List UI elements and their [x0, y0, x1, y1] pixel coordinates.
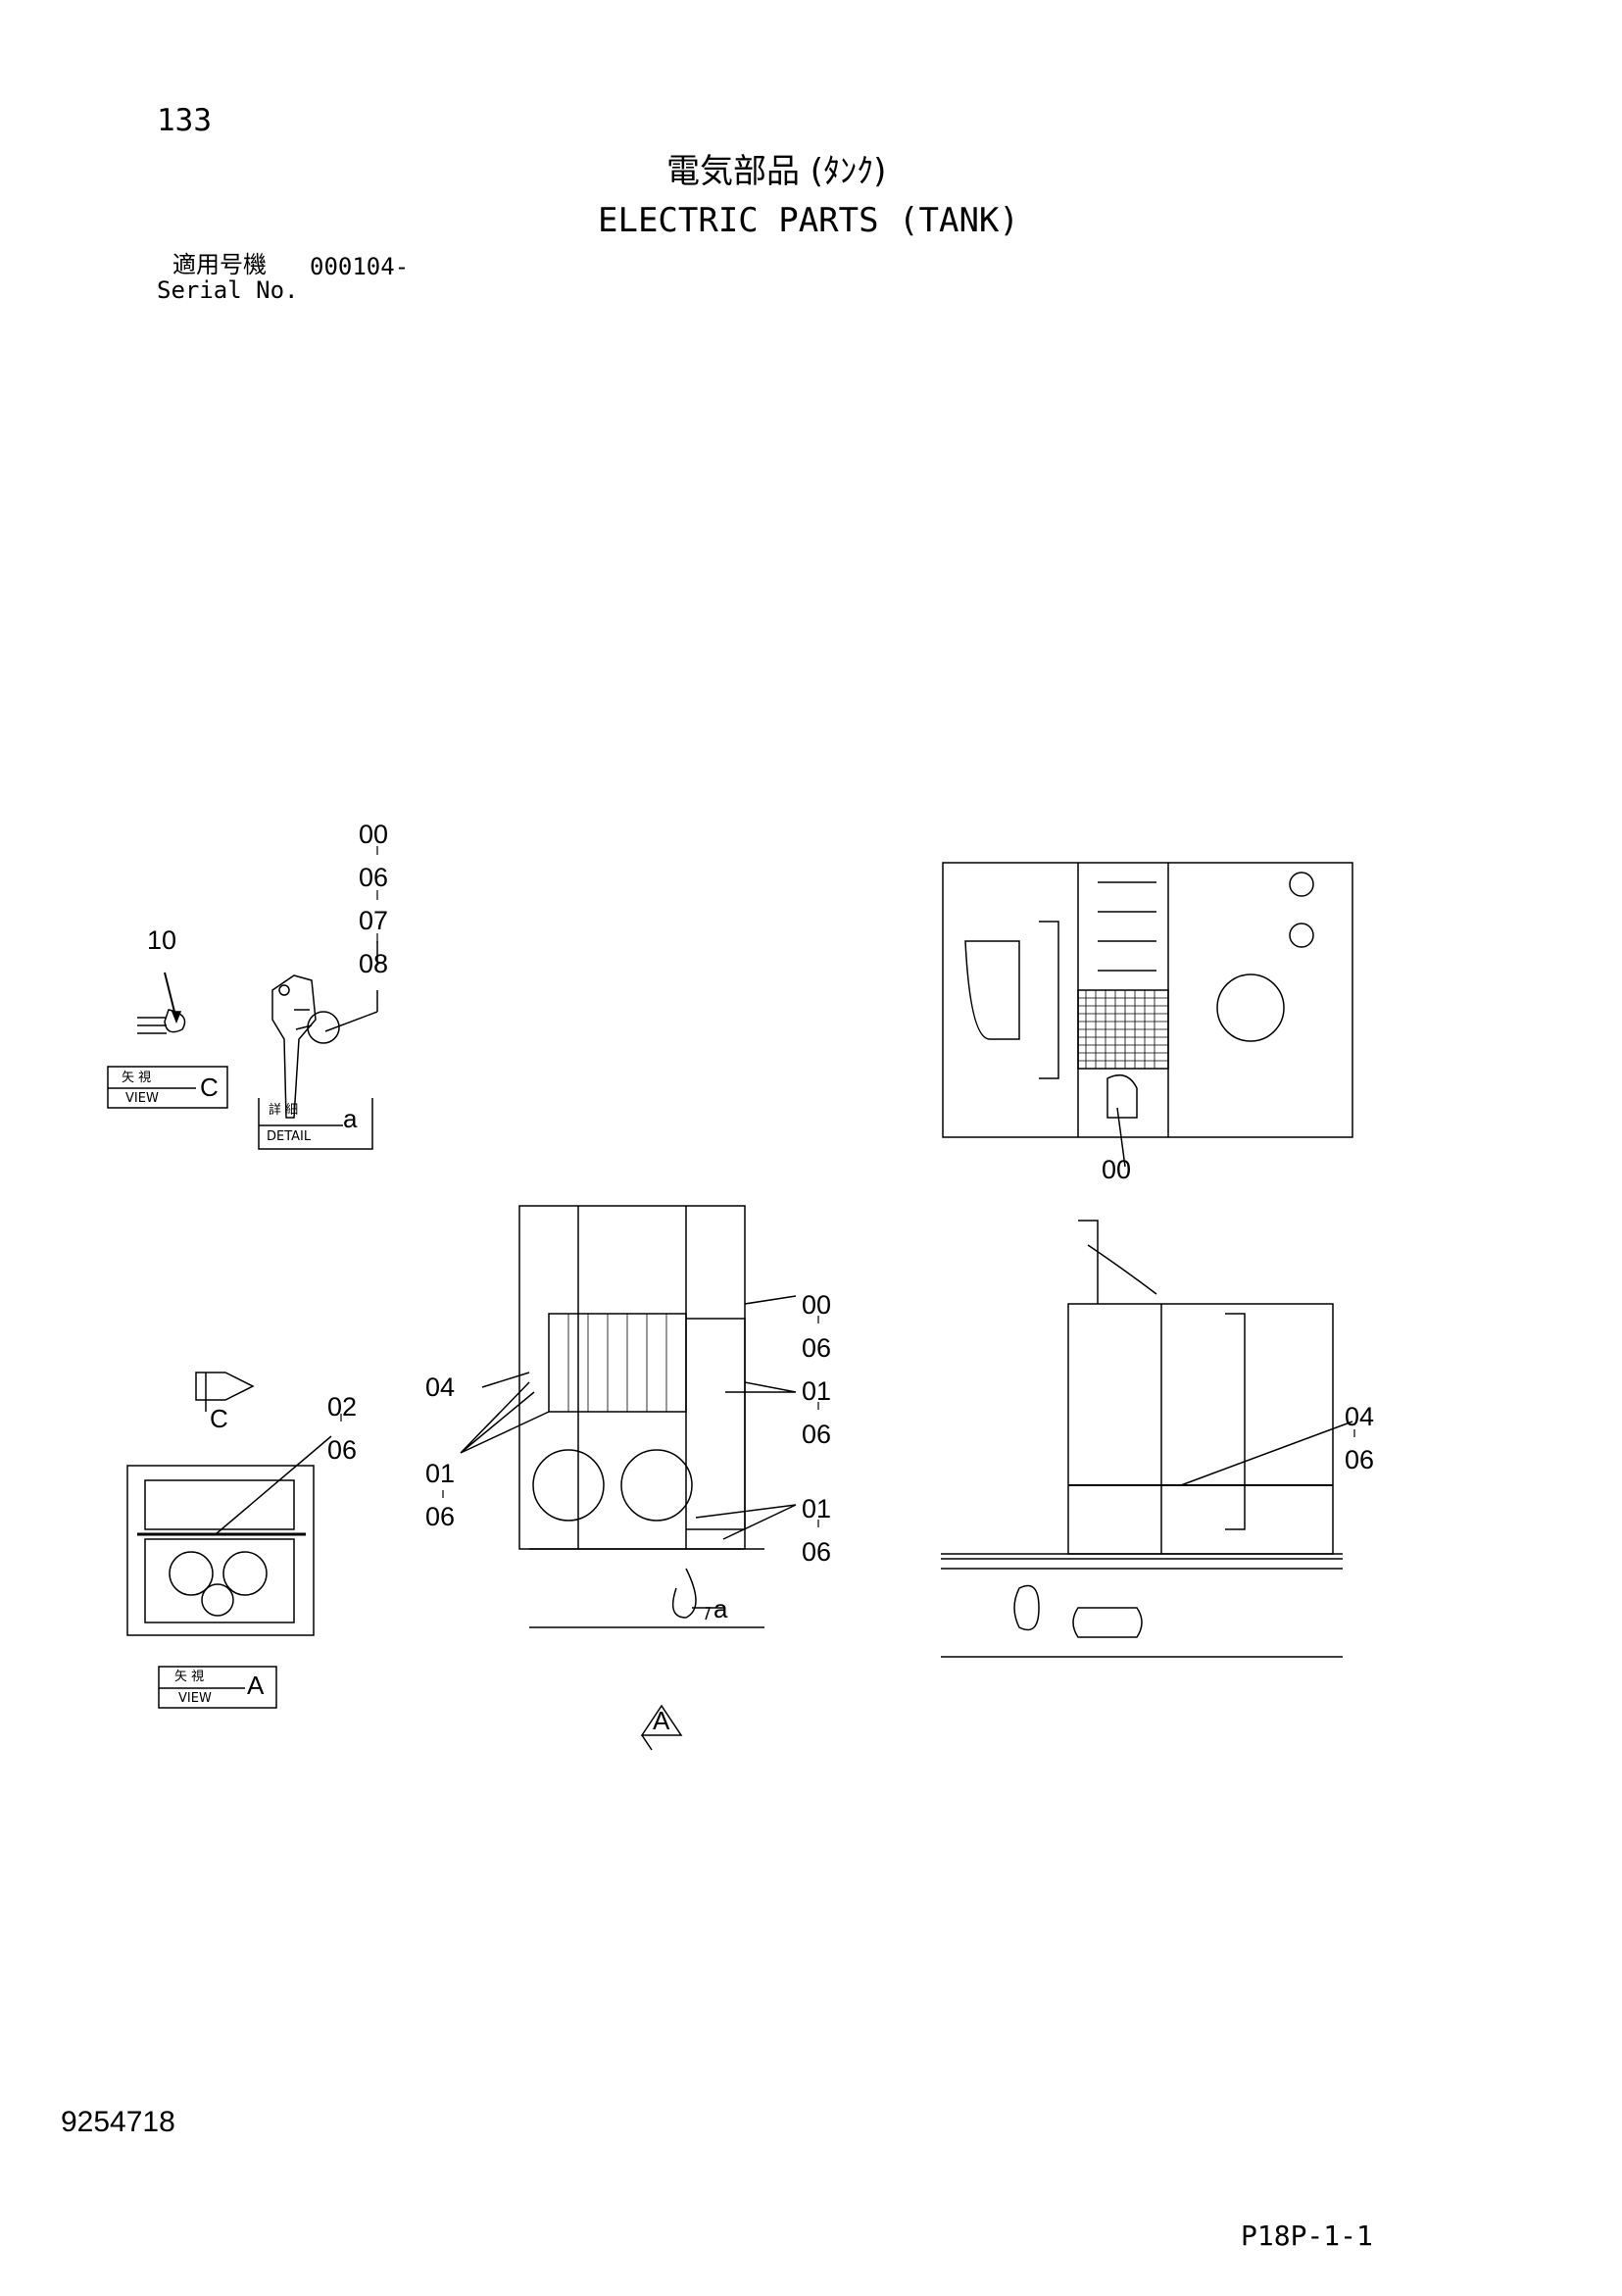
view-a-japanese: 矢 視 — [174, 1670, 205, 1684]
view-c-box-lines — [107, 1066, 228, 1109]
detail-a-letter: a — [343, 1104, 358, 1133]
callout-right-side-2: 06 — [1345, 1445, 1375, 1474]
callout-view-a-1: 02 — [327, 1392, 358, 1422]
callout-detail-a-1: 00 — [359, 820, 389, 849]
serial-label-english: Serial No. — [157, 276, 299, 304]
serial-value: 000104- — [310, 253, 410, 280]
view-a-english: VIEW — [178, 1691, 212, 1706]
serial-label-japanese: 適用号機 — [172, 251, 267, 278]
detail-a-japanese: 詳 細 — [269, 1103, 299, 1118]
page-code: P18P-1-1 — [1241, 2220, 1373, 2252]
tank-top-view — [942, 862, 1353, 1168]
view-c-english: VIEW — [125, 1091, 159, 1106]
view-a-drawing — [126, 1372, 332, 1709]
detail-a-english: DETAIL — [267, 1129, 312, 1144]
callout-center-right-top-2: 06 — [802, 1333, 832, 1363]
callout-top-view-item: 00 — [1102, 1155, 1132, 1184]
callout-center-right-low-2: 06 — [802, 1537, 832, 1567]
detail-a-drawing — [271, 941, 378, 1119]
title-english: ELECTRIC PARTS (TANK) — [598, 201, 1019, 240]
callout-right-side-1: 04 — [1345, 1402, 1375, 1431]
callout-center-04: 04 — [425, 1373, 456, 1402]
view-c-drawing — [137, 972, 186, 1034]
callout-center-right-mid-2: 06 — [802, 1420, 832, 1449]
callout-detail-a-3: 07 — [359, 906, 389, 935]
arrow-a-letter: A — [653, 1706, 670, 1735]
callout-detail-a-2: 06 — [359, 863, 389, 892]
callout-view-c-item: 10 — [147, 925, 177, 955]
title-japanese: 電気部品 (ﾀﾝｸ) — [666, 152, 887, 191]
detail-a-marker: a — [713, 1594, 728, 1623]
arrow-c-letter: C — [210, 1404, 228, 1433]
callout-center-left-2: 06 — [425, 1502, 456, 1531]
callout-tick-marks — [340, 846, 1355, 1527]
callout-center-right-top-1: 00 — [802, 1290, 832, 1320]
view-c-letter: C — [200, 1073, 219, 1102]
callout-center-right-mid-1: 01 — [802, 1376, 832, 1406]
callout-view-a-2: 06 — [327, 1435, 358, 1465]
view-a-letter: A — [247, 1671, 265, 1700]
tank-front-view — [460, 1205, 797, 1751]
sheet-number: 133 — [157, 103, 212, 138]
callout-detail-a-4: 08 — [359, 949, 389, 978]
part-number: 9254718 — [61, 2106, 175, 2138]
tank-side-view — [941, 1220, 1353, 1658]
callout-center-left-1: 01 — [425, 1459, 456, 1488]
callout-center-right-low-1: 01 — [802, 1494, 832, 1523]
detail-a-box-lines — [258, 1098, 373, 1150]
view-c-japanese: 矢 視 — [122, 1071, 152, 1085]
